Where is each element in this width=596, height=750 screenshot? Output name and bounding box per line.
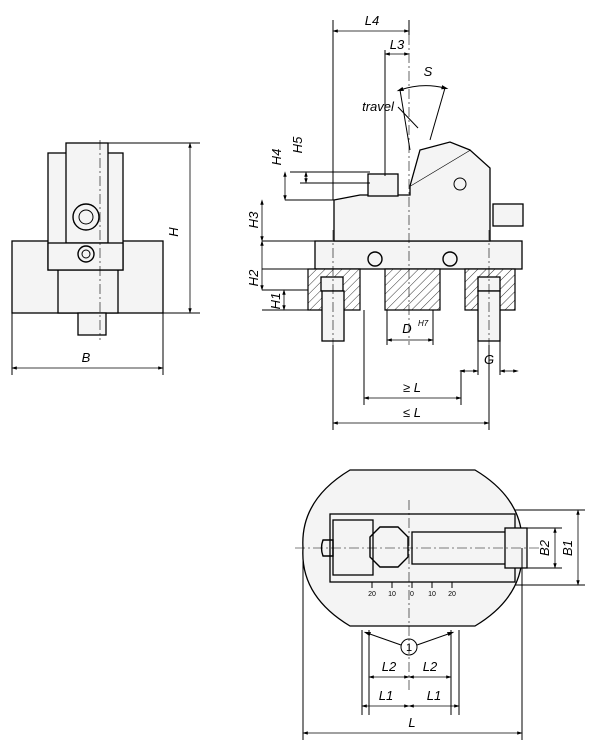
top-view: 20 10 0 10 20 B1 B2 1 L2 L2 L1 L1 [295, 469, 585, 740]
label-H7: H7 [418, 319, 429, 328]
front-view: H B [11, 140, 200, 375]
label-travel: travel [362, 99, 395, 114]
label-L3: L3 [390, 37, 405, 52]
scale-tick: 20 [368, 591, 376, 598]
side-view: L4 L3 S travel H4 H5 H3 H2 H1 D H7 [246, 13, 524, 430]
scale-tick: 0 [410, 591, 414, 598]
scale-tick: 10 [388, 591, 396, 598]
scale-tick: 10 [428, 591, 436, 598]
label-H1: H1 [268, 293, 283, 310]
label-H2: H2 [246, 269, 261, 286]
label-H: H [166, 227, 181, 237]
callout-label: 1 [406, 642, 412, 654]
label-S: S [424, 64, 433, 79]
callout-circle [400, 638, 418, 656]
label-L2-left: L2 [382, 659, 397, 674]
label-B: B [82, 350, 91, 365]
label-H4: H4 [269, 149, 284, 166]
label-L2-right: L2 [423, 659, 438, 674]
scale-tick: 20 [448, 591, 456, 598]
label-L4: L4 [365, 13, 379, 28]
label-H3: H3 [246, 211, 261, 228]
label-H5: H5 [290, 136, 305, 153]
label-B1: B1 [560, 540, 575, 556]
label-L1-left: L1 [379, 688, 393, 703]
label-B2: B2 [537, 539, 552, 556]
label-ge-L: ≥ L [403, 380, 421, 395]
label-le-L: ≤ L [403, 405, 421, 420]
label-L: L [408, 715, 415, 730]
label-D: D [402, 321, 411, 336]
label-L1-right: L1 [427, 688, 441, 703]
